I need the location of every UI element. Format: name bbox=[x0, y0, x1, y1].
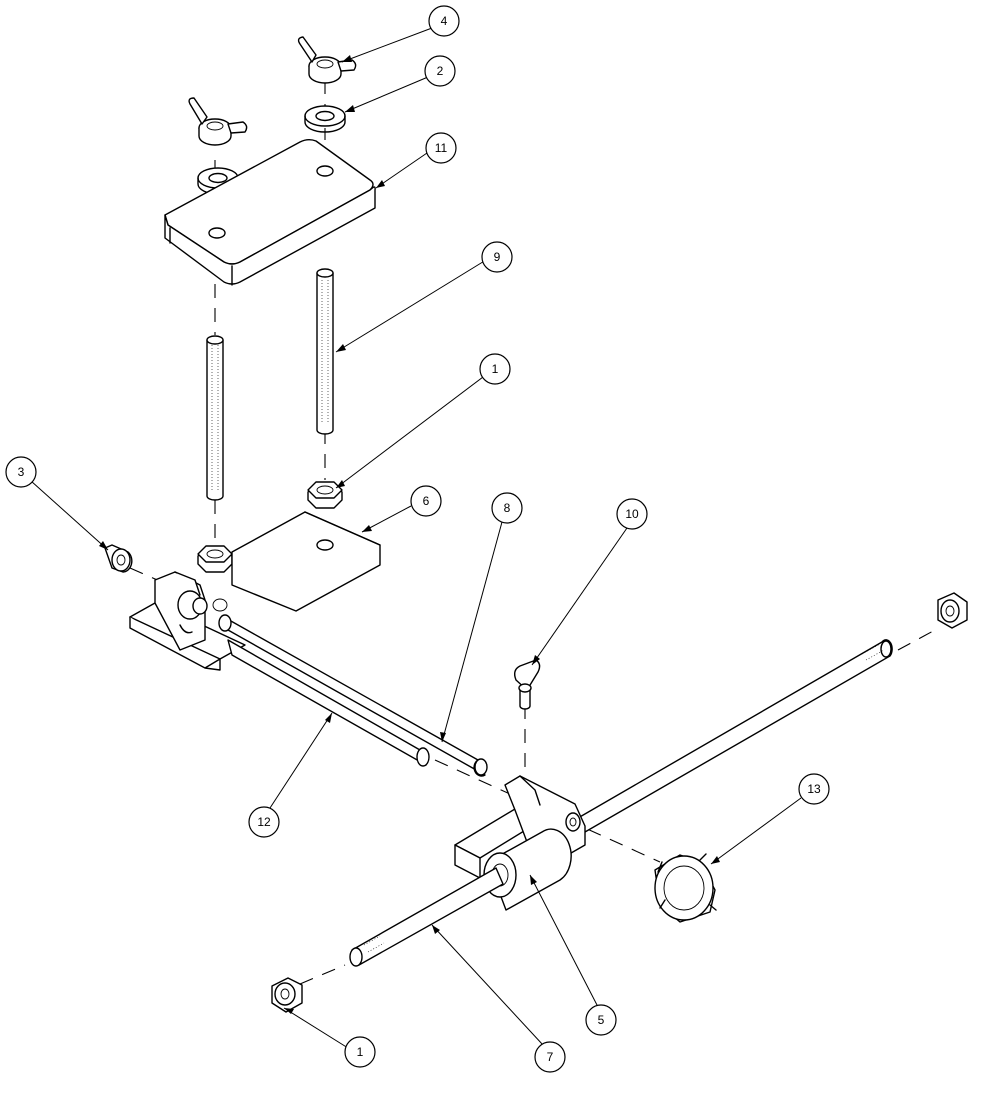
hex-nut-right bbox=[937, 592, 968, 629]
balloon-4-label: 4 bbox=[441, 14, 448, 28]
balloon-11: 11 bbox=[425, 132, 457, 164]
balloon-6: 6 bbox=[410, 485, 442, 517]
balloon-13: 13 bbox=[798, 773, 830, 805]
balloon-1-top: 1 bbox=[479, 353, 511, 385]
balloon-8: 8 bbox=[491, 492, 523, 524]
left-bracket bbox=[129, 571, 246, 671]
lead-rod bbox=[349, 867, 504, 967]
rail-upper bbox=[218, 614, 488, 777]
rail-lower bbox=[227, 639, 430, 767]
balloon-4: 4 bbox=[428, 5, 460, 37]
hex-nut-lower bbox=[197, 545, 233, 573]
shaft-collar bbox=[104, 544, 133, 573]
balloon-12: 12 bbox=[248, 806, 280, 838]
balloon-10: 10 bbox=[616, 498, 648, 530]
wing-nut-right bbox=[297, 36, 357, 84]
base-plate bbox=[231, 511, 381, 612]
balloon-11-label: 11 bbox=[435, 141, 448, 155]
balloon-1-bottom-label: 1 bbox=[357, 1045, 364, 1059]
top-plate bbox=[164, 139, 376, 286]
balloon-5: 5 bbox=[585, 1004, 617, 1036]
cross-rod bbox=[577, 639, 893, 833]
balloon-3-label: 3 bbox=[18, 465, 25, 479]
washer-right bbox=[304, 105, 346, 133]
balloon-5-label: 5 bbox=[598, 1013, 605, 1027]
balloon-2-label: 2 bbox=[437, 64, 444, 78]
post-rod-left bbox=[206, 335, 224, 501]
balloon-7: 7 bbox=[534, 1041, 566, 1073]
balloon-3: 3 bbox=[5, 456, 37, 488]
knob bbox=[654, 853, 717, 923]
balloon-1-bottom: 1 bbox=[344, 1036, 376, 1068]
balloon-9-label: 9 bbox=[494, 250, 501, 264]
wing-nut-left bbox=[188, 97, 248, 146]
balloon-6-label: 6 bbox=[423, 494, 430, 508]
leader-lines bbox=[30, 27, 802, 1049]
hex-nut-upper bbox=[307, 481, 343, 509]
balloon-8-label: 8 bbox=[504, 501, 511, 515]
balloon-7-label: 7 bbox=[547, 1050, 554, 1064]
balloon-2: 2 bbox=[424, 55, 456, 87]
balloon-10-label: 10 bbox=[625, 507, 639, 521]
hex-nut-bottom bbox=[271, 977, 303, 1013]
balloon-13-label: 13 bbox=[807, 782, 821, 796]
slide-block bbox=[454, 775, 586, 911]
thumb-screw bbox=[513, 659, 541, 710]
post-rod-right bbox=[316, 268, 334, 435]
balloon-12-label: 12 bbox=[257, 815, 271, 829]
balloon-1-top-label: 1 bbox=[492, 362, 499, 376]
balloon-9: 9 bbox=[481, 241, 513, 273]
